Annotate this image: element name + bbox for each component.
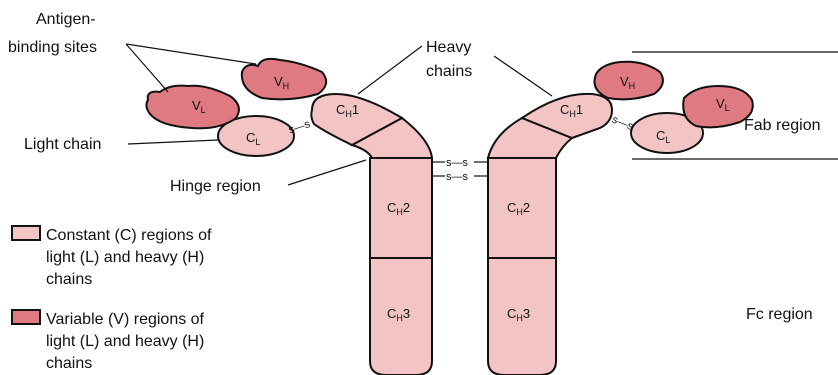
- legend-overlay: [0, 0, 838, 375]
